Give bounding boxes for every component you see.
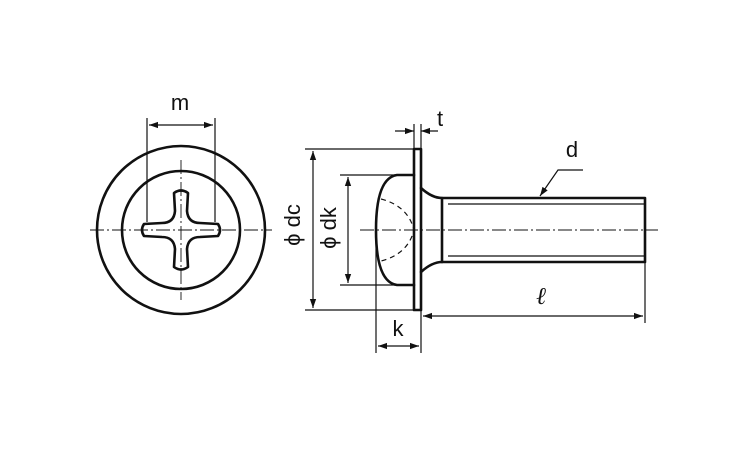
dk-label: ϕ dk	[316, 206, 341, 249]
t-label: t	[437, 106, 443, 131]
washer-flange	[412, 147, 423, 312]
side-view: t ϕ dc ϕ dk k ℓ d	[280, 106, 658, 353]
d-label: d	[566, 137, 578, 162]
shank	[440, 196, 647, 264]
l-label: ℓ	[536, 284, 546, 310]
m-label: m	[171, 90, 189, 115]
d-leader-line	[539, 169, 583, 197]
end-view: m	[90, 90, 272, 316]
neck-fillet-lower	[419, 260, 444, 274]
pan-head	[374, 173, 416, 287]
dc-label: ϕ dc	[280, 204, 305, 246]
k-label: k	[393, 316, 405, 341]
phillips-recess	[140, 189, 222, 271]
neck-fillet	[419, 186, 444, 200]
